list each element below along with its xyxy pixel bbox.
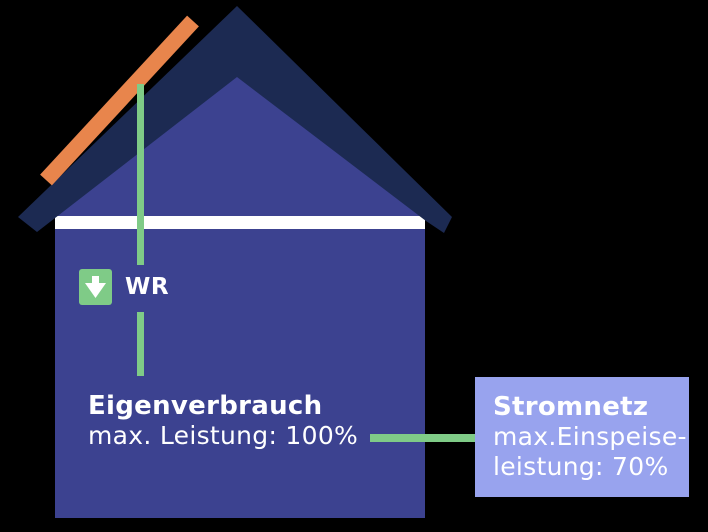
- inverter-label: WR: [125, 274, 170, 300]
- house-body: [55, 216, 425, 518]
- solar-panel: [40, 15, 199, 186]
- inverter-line-lower: [137, 312, 144, 376]
- roof-gable: [56, 75, 421, 216]
- ridge-stripe: [55, 216, 425, 229]
- self-consumption-detail: max. Leistung: 100%: [88, 421, 359, 450]
- grid-info-box: Stromnetz max.Einspeise- leistung: 70%: [475, 377, 689, 497]
- self-consumption-title: Eigenverbrauch: [88, 391, 323, 421]
- grid-title: Stromnetz: [493, 392, 649, 422]
- grid-detail-line2: leistung: 70%: [493, 452, 669, 481]
- grid-detail-line1: max.Einspeise-: [493, 422, 687, 451]
- inverter-line-upper: [137, 84, 144, 265]
- roof: [18, 6, 452, 233]
- inverter-icon: [79, 269, 112, 305]
- feed-in-line: [370, 434, 476, 442]
- self-consumption-caption: Eigenverbrauch max. Leistung: 100%: [88, 391, 358, 451]
- down-arrow-icon: [85, 276, 106, 298]
